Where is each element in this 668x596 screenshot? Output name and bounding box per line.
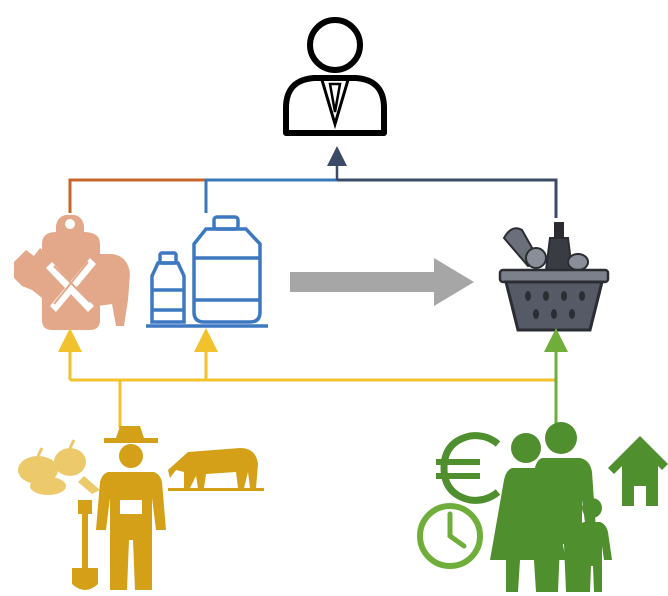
farmer-icon: [96, 426, 166, 590]
food-basket-icon: [498, 222, 610, 332]
clock-icon: [417, 503, 483, 569]
shovel-icon: [72, 500, 98, 590]
processing-to-consumer-lines: [68, 146, 558, 218]
farmer-supply-lines: [58, 328, 556, 428]
cow-icon: [168, 448, 264, 491]
pumpkins-icon: [18, 439, 100, 495]
right-arrow-icon: [290, 258, 474, 306]
euro-icon: [436, 432, 501, 504]
house-icon: [608, 436, 668, 506]
meat-processing-icon: [14, 214, 130, 330]
dairy-bottles-icon: [146, 215, 268, 328]
businessman-icon: [283, 17, 387, 136]
family-icon: [490, 422, 612, 592]
